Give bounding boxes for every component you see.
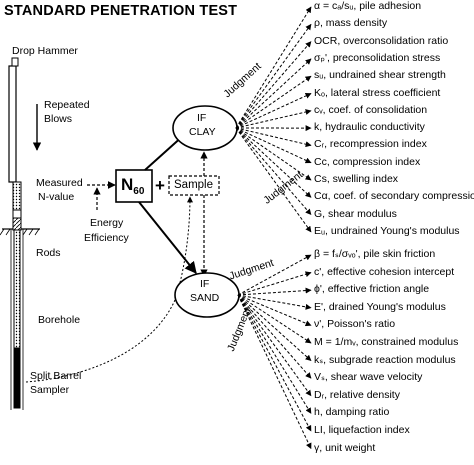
clay-ray bbox=[235, 127, 312, 216]
sand-ray bbox=[237, 294, 312, 450]
sand-ray bbox=[237, 294, 312, 344]
clay-property: Cc, compression index bbox=[314, 155, 421, 168]
energy-label: Energy bbox=[90, 217, 124, 229]
borehole-label: Borehole bbox=[38, 314, 81, 326]
clay-ray bbox=[235, 75, 312, 129]
split-barrel-sampler bbox=[13, 347, 21, 409]
sample-box bbox=[168, 175, 220, 196]
sand-ray bbox=[237, 294, 312, 379]
sand-property: c', effective cohesion intercept bbox=[314, 265, 455, 278]
sampler-label: Sampler bbox=[30, 384, 70, 396]
clay-ray bbox=[235, 127, 312, 164]
clay-property: σₚ', preconsolidation stress bbox=[314, 51, 441, 64]
clay-property: sᵤ, undrained shear strength bbox=[314, 69, 446, 82]
clay-property: Cs, swelling index bbox=[314, 173, 399, 185]
clay-ray bbox=[235, 127, 312, 233]
clay-if-label: IF bbox=[197, 112, 207, 124]
clay-ray bbox=[235, 41, 312, 129]
repeated-label: Repeated bbox=[44, 99, 90, 111]
sand-property: M = 1/mᵥ, constrained modulus bbox=[314, 336, 459, 348]
sand-ray bbox=[237, 294, 312, 432]
clay-property: G, shear modulus bbox=[314, 207, 397, 220]
split-barrel-label: Split Barrel bbox=[30, 370, 82, 382]
anvil bbox=[12, 181, 22, 211]
clay-ray bbox=[235, 6, 312, 129]
sand-ray bbox=[237, 294, 312, 362]
sand-ray bbox=[237, 254, 312, 296]
clay-property: Eᵤ, undrained Young's modulus bbox=[314, 224, 460, 237]
clay-ray bbox=[235, 127, 312, 198]
clay-property: k, hydraulic conductivity bbox=[314, 121, 425, 134]
clay-ray bbox=[235, 127, 312, 181]
clay-property: Cᵣ, recompression index bbox=[314, 138, 427, 151]
sand-property: E', drained Young's modulus bbox=[314, 300, 446, 313]
efficiency-label: Efficiency bbox=[84, 232, 129, 244]
sand-ray bbox=[237, 294, 312, 414]
clay-property: cᵥ, coef. of consolidation bbox=[314, 103, 428, 116]
sand-ray bbox=[237, 287, 312, 296]
clay-ray bbox=[235, 93, 312, 129]
sand-ray bbox=[237, 294, 312, 310]
clay-property: α = cₐ/sᵤ, pile adhesion bbox=[314, 0, 422, 12]
blows-label: Blows bbox=[44, 113, 73, 125]
n60-box bbox=[115, 169, 153, 203]
rods bbox=[13, 229, 21, 349]
diagram-title: STANDARD PENETRATION TEST bbox=[4, 3, 238, 19]
clay-ray bbox=[235, 127, 312, 148]
sand-label: SAND bbox=[190, 292, 220, 304]
sand-property: ν', Poisson's ratio bbox=[314, 318, 396, 331]
clay-ray bbox=[235, 23, 312, 129]
sand-rays bbox=[237, 254, 312, 450]
sample-label: Sample bbox=[174, 179, 213, 191]
sand-property: Dᵣ, relative density bbox=[314, 388, 400, 401]
clay-ray bbox=[235, 58, 312, 129]
sand-ray bbox=[237, 294, 312, 327]
plus-sign: + bbox=[155, 176, 165, 195]
drill-rod-assembly bbox=[0, 57, 40, 410]
sand-property: γ, unit weight bbox=[314, 441, 376, 454]
n60-label: N60 bbox=[121, 175, 145, 197]
drop-hammer-shaft bbox=[8, 65, 17, 183]
sand-if-label: IF bbox=[200, 278, 210, 290]
sand-ray bbox=[237, 271, 312, 296]
clay-property: OCR, overconsolidation ratio bbox=[314, 34, 449, 47]
sand-property: β = fₛ/σᵥₒ', pile skin friction bbox=[314, 248, 436, 260]
clay-label: CLAY bbox=[189, 126, 216, 138]
drop-hammer-label: Drop Hammer bbox=[12, 45, 78, 57]
clay-ray bbox=[235, 109, 312, 129]
clay-property: Cα, coef. of secondary compression bbox=[314, 190, 474, 203]
sand-property: kₛ, subgrade reaction modulus bbox=[314, 353, 456, 366]
sand-ray bbox=[237, 294, 312, 397]
sand-property: ϕ', effective friction angle bbox=[314, 283, 430, 296]
sand-property: LI, liquefaction index bbox=[314, 424, 410, 436]
sand-property: h, damping ratio bbox=[314, 406, 390, 419]
clay-property: ρ, mass density bbox=[314, 17, 388, 30]
clay-rays bbox=[235, 6, 312, 233]
rods-label: Rods bbox=[36, 247, 61, 259]
n-value-label: N-value bbox=[38, 191, 75, 203]
measured-label: Measured bbox=[36, 177, 83, 189]
sand-property: Vₛ, shear wave velocity bbox=[314, 371, 423, 384]
clay-property: Kₒ, lateral stress coefficient bbox=[314, 86, 441, 99]
